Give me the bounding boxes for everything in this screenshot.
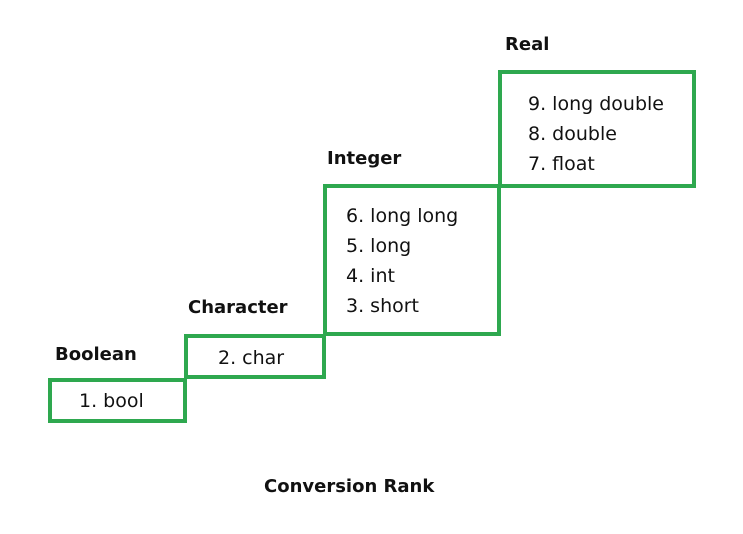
category-box-boolean — [48, 378, 187, 423]
category-box-integer — [323, 184, 501, 336]
type-item: 1. bool — [79, 390, 144, 412]
category-items-character: 2. char — [218, 343, 284, 373]
type-item: 8. double — [528, 123, 617, 145]
type-item: 2. char — [218, 347, 285, 369]
type-item: 5. long — [346, 235, 412, 257]
category-items-integer: 6. long long 5. long 4. int 3. short — [346, 201, 458, 321]
type-item: 7. float — [528, 153, 595, 175]
category-items-boolean: 1. bool — [79, 386, 144, 416]
category-label-boolean: Boolean — [55, 344, 137, 365]
category-items-real: 9. long double 8. double 7. float — [528, 89, 664, 179]
category-label-real: Real — [505, 34, 550, 55]
type-item: 3. short — [346, 295, 419, 317]
type-item: 9. long double — [528, 93, 664, 115]
diagram-title: Conversion Rank — [264, 476, 435, 497]
category-box-character — [184, 334, 326, 379]
category-label-integer: Integer — [327, 148, 402, 169]
category-label-character: Character — [188, 297, 288, 318]
type-item: 4. int — [346, 265, 395, 287]
category-box-real — [498, 70, 696, 188]
type-item: 6. long long — [346, 205, 459, 227]
